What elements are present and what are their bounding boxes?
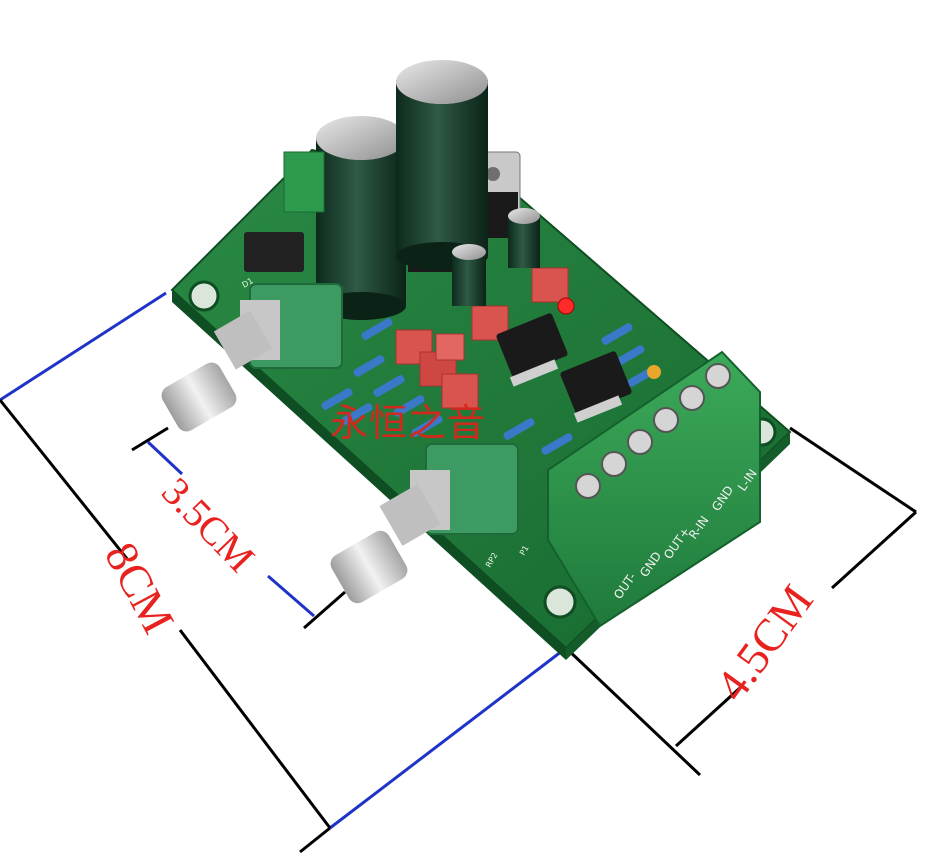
- dim-35-blue-1: [146, 440, 184, 476]
- watermark-text: 永恒之音: [330, 401, 487, 445]
- potentiometer-2: [330, 443, 519, 604]
- dim-8cm-blue-bottom: [329, 646, 567, 830]
- opamp-ics: [496, 313, 632, 423]
- power-terminal: [283, 151, 325, 213]
- mounting-hole-bottom: [543, 585, 577, 619]
- dim-45-side: [830, 510, 918, 590]
- rectifier: [244, 232, 304, 272]
- dim-45-bottom: [564, 646, 702, 777]
- small-cap-yellow: [647, 365, 661, 379]
- mounting-hole-left: [188, 280, 220, 312]
- dim-8cm-blue-top: [0, 291, 167, 402]
- potentiometer-1: [161, 283, 343, 432]
- dim-35-bottom-tick: [303, 590, 346, 630]
- electrolytic-capacitors: [316, 60, 540, 320]
- dim-45-top: [789, 426, 917, 514]
- dim-8cm-black-2: [178, 629, 332, 829]
- dimension-lines: [0, 291, 918, 854]
- led-red: [557, 297, 575, 315]
- dim-35-blue-2: [267, 574, 315, 618]
- pcb-board: OUT- GND OUT+ R-IN GND L-IN P1 RP2 D1: [161, 60, 792, 660]
- dim-35-top-tick: [131, 426, 169, 452]
- dim-8cm-black-1: [0, 399, 130, 561]
- dim-45-lower: [674, 684, 744, 748]
- film-capacitors: [395, 267, 569, 409]
- terminal-block: OUT- GND OUT+ R-IN GND L-IN: [547, 350, 761, 628]
- silk-connector: P1: [518, 544, 531, 557]
- dim-8cm-tick: [299, 826, 331, 854]
- pcb-edge: [172, 290, 566, 660]
